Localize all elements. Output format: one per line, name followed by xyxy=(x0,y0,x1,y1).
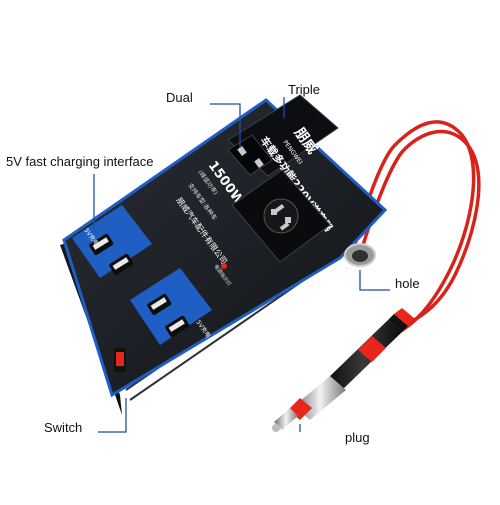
triple-socket xyxy=(231,169,331,263)
callout-plug: plug xyxy=(345,430,370,445)
power-cable-loop xyxy=(358,129,481,332)
power-cable xyxy=(350,120,476,342)
callout-fast-charging: 5V fast charging interface xyxy=(6,154,154,169)
callout-triple: Triple xyxy=(288,82,321,97)
callout-hole: hole xyxy=(395,276,420,291)
power-indicator-light xyxy=(221,263,227,269)
cigarette-plug xyxy=(272,308,414,432)
cable-hole xyxy=(344,243,376,267)
dual-socket xyxy=(227,134,273,176)
power-switch xyxy=(114,348,126,372)
callout-switch: Switch xyxy=(44,420,83,435)
callout-dual: Dual xyxy=(166,90,193,105)
callout-lines xyxy=(93,97,390,433)
usb-panel-upper: 5V充电 xyxy=(72,205,152,278)
